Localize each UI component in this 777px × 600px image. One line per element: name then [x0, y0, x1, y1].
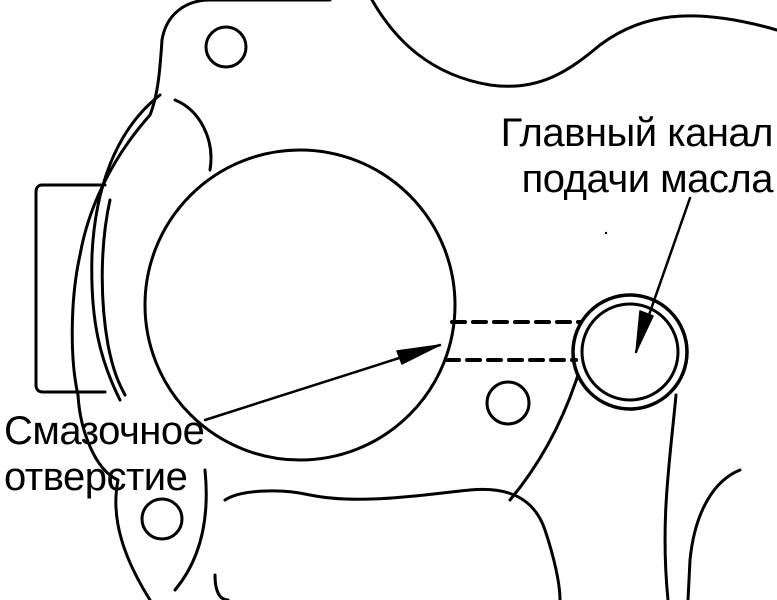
right-lower-contour [686, 468, 742, 600]
boss-contour [173, 98, 213, 172]
lube-hole-label-line1: Смазочное [4, 409, 205, 453]
bolt-hole-top [204, 25, 248, 69]
upper-right-contour [370, 0, 777, 88]
casting-outline [70, 0, 332, 600]
lower-mid-contour [213, 573, 230, 600]
bore-sleeve-inner [100, 198, 127, 397]
lube-hole-label: Смазочное отверстие [4, 408, 205, 500]
oil-channel-inner-ring [580, 302, 680, 402]
right-flank-contour [663, 393, 678, 600]
main-bore-circle [143, 148, 457, 462]
oil-channel-outer-ring [571, 293, 689, 411]
main-oil-channel-label: Главный канал подачи масла [500, 110, 774, 202]
speck-dot [604, 231, 608, 235]
main-oil-channel-label-line2: подачи масла [521, 157, 774, 201]
bolt-hole-middle [485, 380, 531, 426]
bolt-hole-bottom [140, 497, 184, 541]
main-channel-arrowhead [635, 310, 654, 353]
right-left-flank [508, 373, 580, 502]
left-bracket [34, 183, 107, 394]
bore-sleeve-outer [90, 93, 162, 402]
lower-contour [173, 468, 562, 600]
lube-hole-arrowhead [396, 344, 441, 365]
main-oil-channel-label-line1: Главный канал [500, 111, 774, 155]
lube-hole-label-line2: отверстие [4, 455, 188, 499]
